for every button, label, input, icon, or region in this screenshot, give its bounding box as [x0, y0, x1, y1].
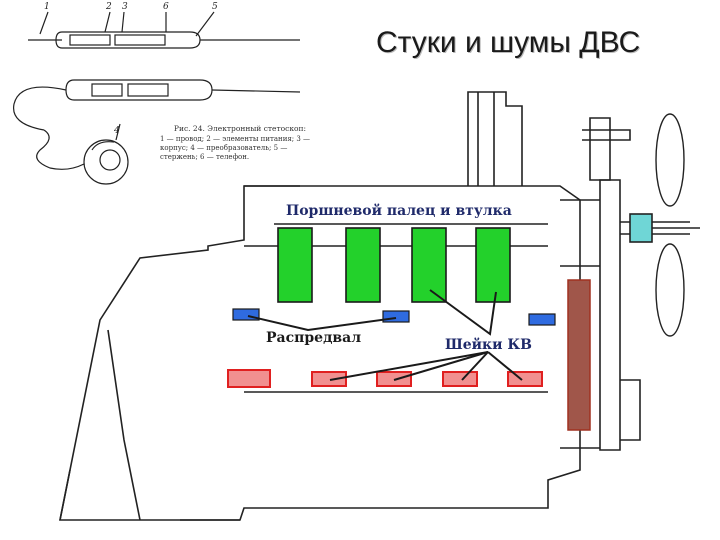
camshaft-point [382, 310, 410, 323]
camshaft-point [528, 313, 556, 326]
figure-caption-title: Рис. 24. Электронный стетоскоп: [173, 124, 307, 133]
leader-lines [247, 289, 523, 381]
piston-group [277, 227, 511, 303]
piston [475, 227, 511, 303]
crank-journal [507, 371, 543, 387]
label-camshaft: Распредвал [266, 330, 362, 346]
piston [277, 227, 313, 303]
crank-journal [227, 369, 271, 388]
camshaft-group [232, 308, 556, 326]
probe-number: 5 [212, 2, 218, 12]
sensor-block [629, 213, 653, 243]
slide-title: Стуки и шумы ДВС [376, 26, 641, 59]
crank-journal [311, 371, 347, 387]
stethoscope-probe-top [28, 11, 300, 49]
piston [411, 227, 447, 303]
engine-outline [59, 91, 641, 521]
label-piston-pin: Поршневой палец и втулка [286, 203, 512, 219]
probe-number: 4 [114, 126, 120, 136]
figure-caption-legend: 1 — провод; 2 — элементы питания; 3 — ко… [160, 135, 311, 161]
camshaft-point [232, 308, 260, 321]
figure-caption: Рис. 24. Электронный стетоскоп: 1 — пров… [160, 124, 320, 162]
probe-number: 1 [44, 2, 50, 12]
crank-journal [442, 371, 478, 387]
label-crank-journals: Шейки КВ [445, 337, 532, 353]
stethoscope-probe-bottom [12, 79, 301, 185]
crank-journal-group [227, 369, 543, 388]
pulley-highlight [567, 279, 591, 431]
probe-number: 6 [163, 2, 169, 12]
probe-number: 2 [106, 2, 112, 12]
probe-number: 3 [122, 2, 128, 12]
piston [345, 227, 381, 303]
